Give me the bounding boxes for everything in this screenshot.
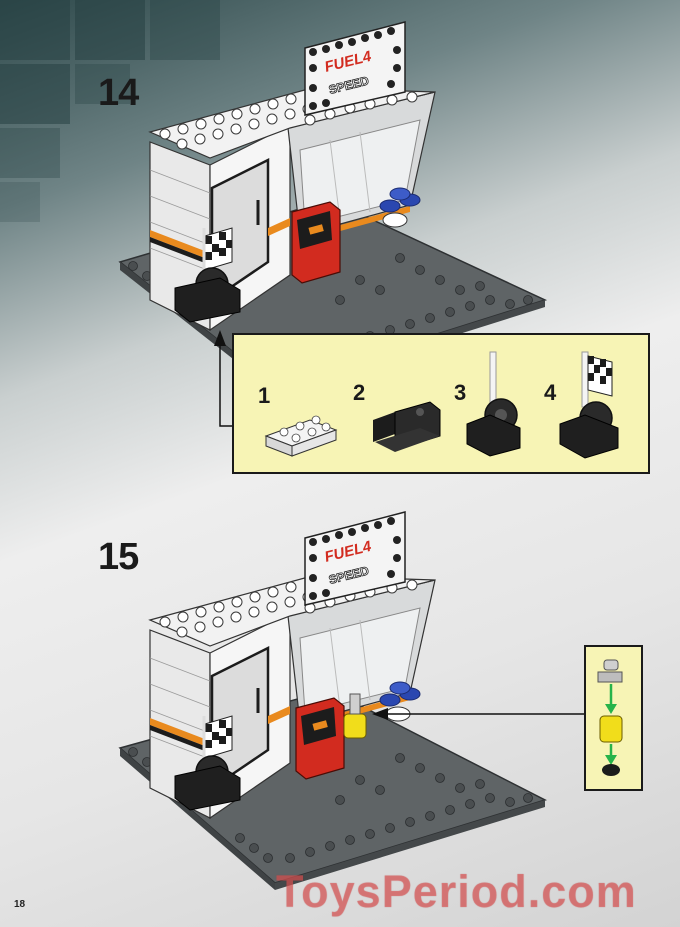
page-number: 18 [14, 899, 25, 910]
watermark: ToysPeriod.com [276, 866, 637, 918]
